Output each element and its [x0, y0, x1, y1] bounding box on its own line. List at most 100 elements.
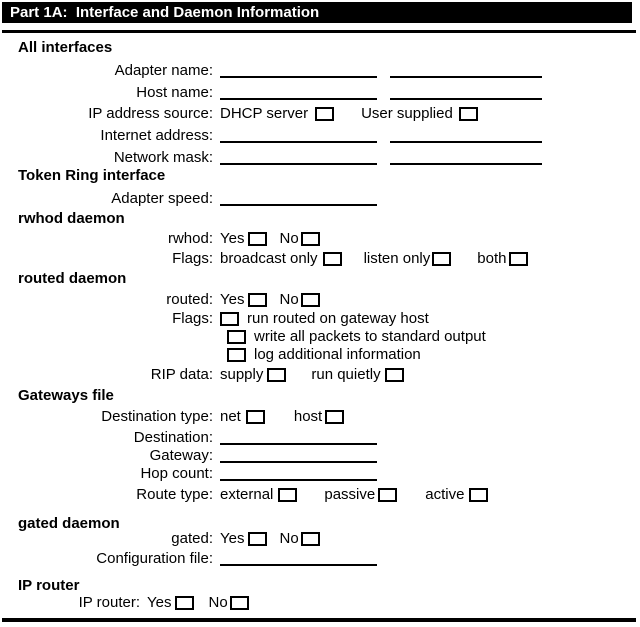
- route-type-row: Route type: external passive active: [0, 486, 638, 503]
- routed-yes-checkbox[interactable]: [248, 292, 268, 307]
- rip-run-quietly-checkbox[interactable]: [384, 367, 404, 382]
- hop-count-label: Hop count:: [140, 464, 213, 482]
- route-passive-label: passive: [324, 485, 376, 503]
- gated-label: gated:: [171, 529, 213, 547]
- rwhod-label: rwhod:: [167, 229, 213, 247]
- rip-supply-checkbox[interactable]: [267, 367, 287, 382]
- broadcast-only-checkbox[interactable]: [322, 251, 342, 266]
- route-external-checkbox[interactable]: [278, 487, 298, 502]
- adapter-name-label: Adapter name:: [114, 61, 213, 79]
- rwhod-flags-row: Flags: broadcast only listen only both: [0, 250, 638, 267]
- host-name-field-2[interactable]: [390, 85, 542, 100]
- ip-router-label: IP router:: [78, 593, 140, 611]
- gated-yesno-row: gated: Yes No: [0, 530, 638, 547]
- listen-only-checkbox[interactable]: [432, 251, 452, 266]
- dest-type-net-checkbox[interactable]: [245, 409, 265, 424]
- route-external-label: external: [220, 485, 274, 503]
- rip-run-quietly-label: run quietly: [311, 365, 381, 383]
- rip-data-label: RIP data:: [150, 365, 213, 383]
- broadcast-only-label: broadcast only: [220, 249, 318, 267]
- rwhod-no-checkbox[interactable]: [300, 231, 320, 246]
- gateway-label: Gateway:: [149, 446, 213, 464]
- user-supplied-checkbox[interactable]: [458, 106, 478, 121]
- route-type-label: Route type:: [136, 485, 213, 503]
- hop-count-field[interactable]: [220, 466, 377, 481]
- adapter-name-field-2[interactable]: [390, 63, 542, 78]
- flag-log-info-label: log additional information: [254, 345, 421, 363]
- configuration-file-field[interactable]: [220, 551, 377, 566]
- ip-router-no-checkbox[interactable]: [229, 595, 249, 610]
- gateway-field[interactable]: [220, 448, 377, 463]
- internet-address-label: Internet address:: [100, 126, 213, 144]
- listen-only-label: listen only: [363, 249, 431, 267]
- routed-no-checkbox[interactable]: [300, 292, 320, 307]
- gateway-row: Gateway:: [0, 447, 638, 464]
- destination-label: Destination:: [133, 428, 213, 446]
- bottom-rule: [2, 618, 636, 622]
- adapter-speed-row: Adapter speed:: [0, 190, 638, 207]
- gated-no-label: No: [279, 529, 299, 547]
- rwhod-no-label: No: [279, 229, 299, 247]
- flag-write-packets-checkbox[interactable]: [227, 329, 246, 344]
- flag-log-info-checkbox[interactable]: [227, 347, 246, 362]
- routed-flags-row-3: log additional information: [227, 346, 640, 363]
- routed-flags-row-1: Flags: run routed on gateway host: [0, 310, 638, 327]
- section-heading-token-ring: Token Ring interface: [18, 167, 166, 184]
- ip-address-source-label: IP address source:: [88, 104, 213, 122]
- both-checkbox[interactable]: [509, 251, 529, 266]
- dest-type-net-label: net: [220, 407, 241, 425]
- ip-router-yesno-row: IP router: Yes No: [0, 594, 638, 611]
- flag-run-routed-label: run routed on gateway host: [247, 309, 429, 327]
- route-active-checkbox[interactable]: [469, 487, 489, 502]
- network-mask-field-2[interactable]: [390, 150, 542, 165]
- page-title: Part 1A: Interface and Daemon Informatio…: [10, 4, 320, 21]
- rwhod-yes-checkbox[interactable]: [248, 231, 268, 246]
- section-heading-gated-daemon: gated daemon: [18, 515, 120, 532]
- routed-no-label: No: [279, 290, 299, 308]
- routed-flags-row-2: write all packets to standard output: [227, 328, 640, 345]
- rip-data-row: RIP data: supply run quietly: [0, 366, 638, 383]
- section-heading-routed-daemon: routed daemon: [18, 270, 127, 287]
- network-mask-label: Network mask:: [113, 148, 213, 166]
- internet-address-field-1[interactable]: [220, 128, 377, 143]
- adapter-speed-field[interactable]: [220, 191, 377, 206]
- hop-count-row: Hop count:: [0, 465, 638, 482]
- part-title-bar: Part 1A: Interface and Daemon Informatio…: [2, 2, 632, 23]
- adapter-speed-label: Adapter speed:: [111, 189, 213, 207]
- gated-no-checkbox[interactable]: [300, 531, 320, 546]
- dhcp-server-checkbox[interactable]: [315, 106, 335, 121]
- routed-label: routed:: [166, 290, 213, 308]
- routed-yes-label: Yes: [220, 290, 245, 308]
- host-name-field-1[interactable]: [220, 85, 377, 100]
- ip-router-yes-label: Yes: [147, 593, 172, 611]
- rwhod-yes-label: Yes: [220, 229, 245, 247]
- gated-yes-checkbox[interactable]: [248, 531, 268, 546]
- network-mask-field-1[interactable]: [220, 150, 377, 165]
- route-passive-checkbox[interactable]: [378, 487, 398, 502]
- configuration-file-label: Configuration file:: [96, 549, 213, 567]
- dest-type-host-checkbox[interactable]: [325, 409, 345, 424]
- dhcp-server-option-label: DHCP server: [220, 104, 309, 122]
- section-heading-rwhod-daemon: rwhod daemon: [18, 210, 125, 227]
- internet-address-field-2[interactable]: [390, 128, 542, 143]
- configuration-file-row: Configuration file:: [0, 550, 638, 567]
- destination-field[interactable]: [220, 430, 377, 445]
- ip-address-source-row: IP address source: DHCP server User supp…: [0, 105, 638, 122]
- ip-router-no-label: No: [208, 593, 228, 611]
- routed-flags-label: Flags:: [172, 309, 213, 327]
- adapter-name-row: Adapter name:: [0, 62, 638, 79]
- flag-run-routed-checkbox[interactable]: [220, 311, 239, 326]
- host-name-label: Host name:: [136, 83, 213, 101]
- user-supplied-option-label: User supplied: [361, 104, 453, 122]
- routed-yesno-row: routed: Yes No: [0, 291, 638, 308]
- destination-type-label: Destination type:: [101, 407, 213, 425]
- rip-supply-label: supply: [220, 365, 264, 383]
- ip-router-yes-checkbox[interactable]: [175, 595, 195, 610]
- section-heading-all-interfaces: All interfaces: [18, 39, 113, 56]
- adapter-name-field-1[interactable]: [220, 63, 377, 78]
- destination-type-row: Destination type: net host: [0, 408, 638, 425]
- host-name-row: Host name:: [0, 84, 638, 101]
- network-mask-row: Network mask:: [0, 149, 638, 166]
- dest-type-host-label: host: [293, 407, 323, 425]
